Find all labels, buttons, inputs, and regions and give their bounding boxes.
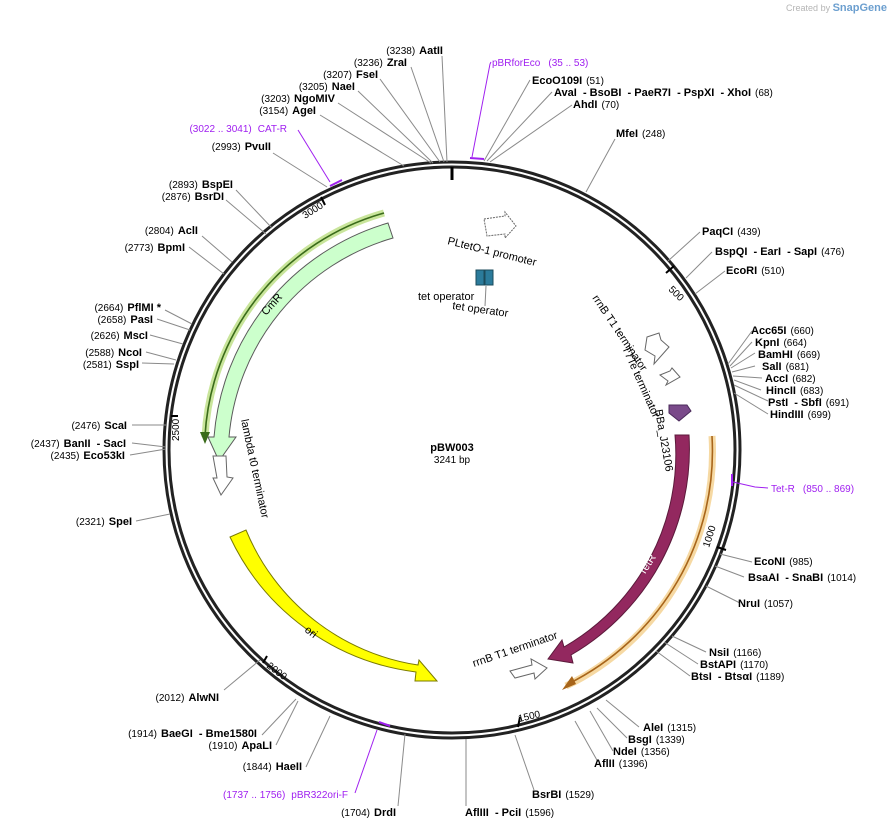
site-label-pasi: (2658)PasI bbox=[97, 314, 153, 326]
site-label-agei: (3154)AgeI bbox=[259, 105, 316, 117]
snapgene-credit: Created by SnapGene bbox=[786, 2, 887, 14]
site-label-msci: (2626)MscI bbox=[91, 330, 148, 342]
rrnb-terminator-label-1: rrnB T1 terminator bbox=[590, 293, 650, 374]
site-label-acli: (2804)AclI bbox=[145, 225, 198, 237]
site-label-ncoi: (2588)NcoI bbox=[85, 347, 142, 359]
plasmid-name: pBW003 bbox=[430, 442, 473, 454]
site-label-ecori: EcoRI(510) bbox=[726, 265, 785, 277]
site-label-bstapi: BstAPI(1170) bbox=[700, 659, 768, 671]
pltet-promoter-label: PLtetO-1 promoter bbox=[446, 235, 538, 269]
tetr-orf-arrowhead bbox=[562, 676, 576, 690]
lambda-terminator-arrow bbox=[212, 455, 234, 496]
site-label-bamhi: BamHI(669) bbox=[758, 349, 820, 361]
scale-ticks bbox=[171, 196, 727, 728]
site-label-paqci: PaqCI(439) bbox=[702, 226, 761, 238]
backbone-outer-ring bbox=[162, 160, 742, 740]
site-label-hindiii: HindIII(699) bbox=[770, 409, 831, 421]
ori-arrow bbox=[229, 529, 439, 682]
primer-label-tet-r: Tet-R(850 .. 869) bbox=[771, 484, 854, 495]
site-label-naei: (3205)NaeI bbox=[299, 81, 355, 93]
site-label-ndei: NdeI(1356) bbox=[613, 746, 670, 758]
site-label-kpni: KpnI(664) bbox=[755, 337, 807, 349]
site-label-bpmi: (2773)BpmI bbox=[125, 242, 185, 254]
site-label-nrui: NruI(1057) bbox=[738, 598, 793, 610]
site-leader-lines bbox=[129, 55, 769, 807]
site-label-sali: SalI(681) bbox=[762, 361, 809, 373]
tet-operator-1 bbox=[475, 269, 485, 286]
bba-promoter-arrow bbox=[668, 404, 692, 422]
snapgene-logo: SnapGene bbox=[832, 2, 887, 14]
tet-operator-label-2: tet operator bbox=[452, 300, 510, 320]
bba-promoter-label: BBa_J23106 bbox=[652, 408, 675, 472]
t7te-terminator-arrow bbox=[658, 367, 681, 387]
site-label-alwni: (2012)AlwNI bbox=[156, 692, 219, 704]
site-label-pvuii: (2993)PvuII bbox=[212, 141, 271, 153]
site-label-bspei: (2893)BspEI bbox=[169, 179, 233, 191]
site-label-spei: (2321)SpeI bbox=[76, 516, 132, 528]
tet-operator-leader bbox=[484, 285, 487, 307]
tet-operator-2 bbox=[484, 269, 494, 286]
plasmid-size: 3241 bp bbox=[434, 455, 471, 466]
tet-operator-label-1: tet operator bbox=[418, 291, 475, 303]
site-label-eco53ki: (2435)Eco53kI bbox=[51, 450, 126, 462]
rrnb-terminator-label-2: rrnB T1 terminator bbox=[471, 629, 559, 669]
cmr-orf-arrowhead bbox=[200, 432, 210, 444]
credit-prefix: Created by bbox=[786, 3, 831, 13]
site-label-acc65i: Acc65I(660) bbox=[751, 325, 814, 337]
tetr-orf-line bbox=[567, 435, 714, 685]
site-label-alei: AleI(1315) bbox=[643, 722, 696, 734]
ori-label: ori bbox=[302, 624, 319, 641]
tick-1500: 1500 bbox=[517, 709, 542, 725]
site-label-bsaai-snabi: BsaAI - SnaBI(1014) bbox=[748, 572, 856, 584]
site-label-ngomiv: (3203)NgoMIV bbox=[261, 93, 336, 105]
site-label-btsi-btsai: BtsI - BtsαI(1189) bbox=[691, 671, 784, 683]
primer-leader-lines bbox=[297, 61, 769, 794]
rrnb-terminator-2-arrow bbox=[509, 658, 548, 680]
cmr-orf-line bbox=[204, 212, 385, 437]
site-label-aflii: AflII(1396) bbox=[594, 758, 648, 770]
site-label-baegi-bme1580i: (1914)BaeGI - Bme1580I bbox=[128, 728, 257, 740]
site-label-aatii: (3238)AatII bbox=[386, 45, 443, 57]
site-label-zrai: (3236)ZraI bbox=[354, 57, 407, 69]
site-label-apali: (1910)ApaLI bbox=[209, 740, 272, 752]
primer-label-pbrforeco: pBRforEco(35 .. 53) bbox=[492, 58, 588, 69]
site-label-sspi: (2581)SspI bbox=[83, 359, 139, 371]
site-label-acci: AccI(682) bbox=[765, 373, 816, 385]
site-label-banii-saci: (2437)BanII - SacI bbox=[31, 438, 126, 450]
site-label-fsei: (3207)FseI bbox=[323, 69, 378, 81]
site-label-bsgi: BsgI(1339) bbox=[628, 734, 685, 746]
pltet-promoter-arrow bbox=[483, 210, 517, 240]
site-label-avai-group: AvaI - BsoBI - PaeR7I - PspXI - XhoI(68) bbox=[554, 87, 773, 99]
tetr-arrow bbox=[547, 434, 690, 664]
primer-label-pbr322ori-f: (1737 .. 1756)pBR322ori-F bbox=[223, 790, 348, 801]
site-label-bsrbi: BsrBI(1529) bbox=[532, 789, 594, 801]
site-label-hincii: HincII(683) bbox=[766, 385, 823, 397]
site-label-ecoo109i: EcoO109I(51) bbox=[532, 75, 604, 87]
cmr-arrow bbox=[207, 222, 394, 462]
site-label-drdi: (1704)DrdI bbox=[341, 807, 396, 819]
site-label-haeii: (1844)HaeII bbox=[243, 761, 302, 773]
site-label-econi: EcoNI(985) bbox=[754, 556, 813, 568]
rrnb-terminator-1-arrow bbox=[644, 332, 670, 366]
site-label-mfei: MfeI(248) bbox=[616, 128, 665, 140]
site-label-bspqi-eari-sapi: BspQI - EarI - SapI(476) bbox=[715, 246, 844, 258]
site-label-afliii-pcii: AflIII - PciI(1596) bbox=[465, 807, 554, 819]
site-label-bsrdi: (2876)BsrDI bbox=[162, 191, 224, 203]
tetr-orf-band bbox=[564, 435, 716, 690]
primer-label-cat-r: (3022 .. 3041)CAT-R bbox=[189, 124, 287, 135]
site-label-nsii: NsiI(1166) bbox=[709, 647, 761, 659]
primer-marks bbox=[329, 157, 733, 727]
tick-2500: 2500 bbox=[171, 418, 182, 441]
lambda-terminator-label: lambda t0 terminator bbox=[238, 418, 271, 519]
site-label-pflmi: (2664)PflMI * bbox=[94, 302, 161, 314]
site-label-scai: (2476)ScaI bbox=[71, 420, 127, 432]
site-label-psti-sbfi: PstI - SbfI(691) bbox=[768, 397, 849, 409]
site-label-ahdi: AhdI(70) bbox=[573, 99, 619, 111]
